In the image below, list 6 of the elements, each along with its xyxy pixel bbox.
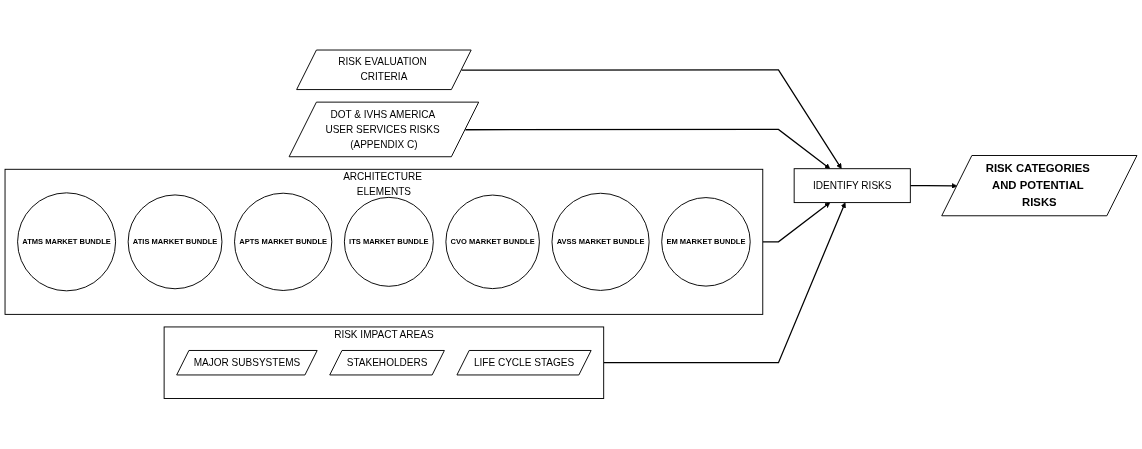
node-box: IDENTIFY RISKS — [793, 168, 911, 204]
arrow — [762, 202, 831, 243]
arrow — [603, 202, 846, 364]
arrow — [464, 129, 831, 170]
arrow — [909, 183, 958, 189]
arrow — [460, 69, 842, 170]
